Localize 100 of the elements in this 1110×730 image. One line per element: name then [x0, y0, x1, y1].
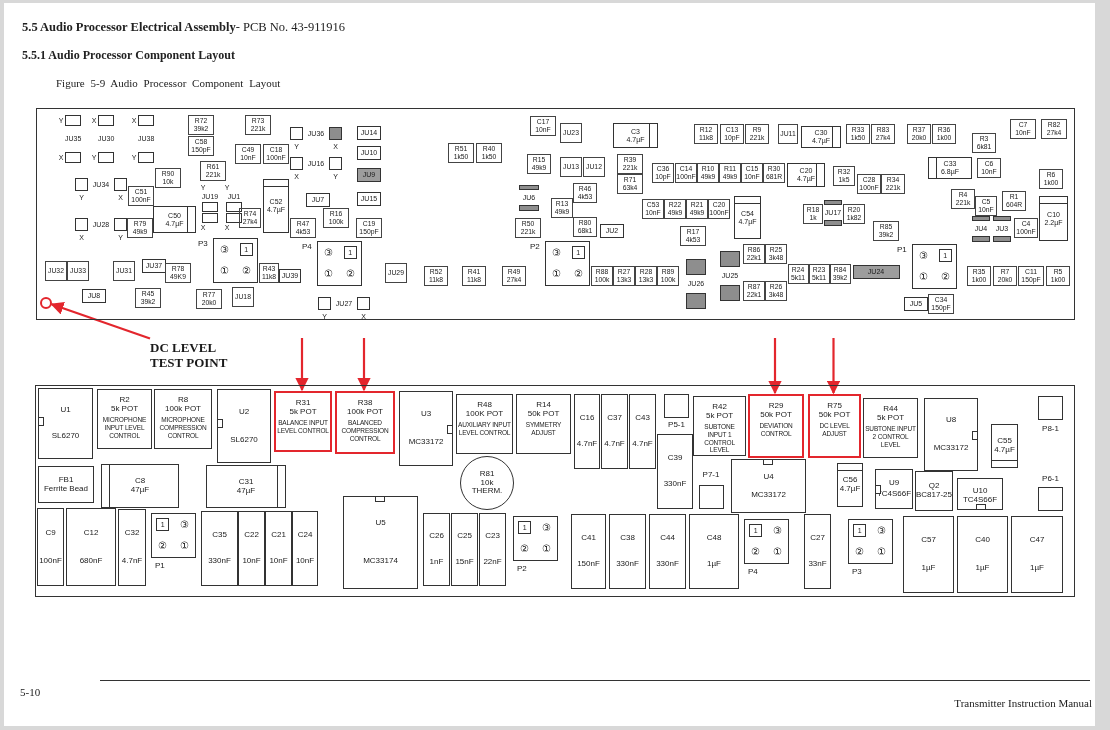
component-label: C43	[635, 413, 650, 423]
arrow	[357, 338, 371, 392]
pin-number: ②	[855, 547, 865, 558]
component-outline	[967, 266, 991, 286]
component-outline	[675, 163, 697, 183]
potentiometer-outline	[97, 389, 152, 449]
component-label: P2	[530, 243, 540, 252]
pin-number: ①	[552, 269, 562, 280]
component-outline	[617, 154, 643, 174]
component-outline	[881, 174, 905, 194]
pin-number: ③	[220, 244, 230, 255]
component-outline	[1018, 266, 1044, 286]
pin-number: ②	[241, 266, 251, 277]
ic-outline	[38, 388, 93, 459]
component-outline	[135, 288, 161, 308]
component-outline	[530, 116, 556, 136]
component-value: 150nF	[577, 560, 600, 570]
component-outline	[635, 266, 657, 286]
component-outline	[424, 266, 448, 286]
pin-number: ③	[324, 247, 334, 258]
component-label: P3	[198, 240, 208, 249]
capacitor-outline	[609, 514, 646, 589]
figure-caption: Figure 5-9 Audio Processor Component Layout	[56, 77, 281, 89]
pin-number: ③	[541, 522, 551, 533]
ic-outline	[924, 398, 978, 471]
component-outline	[657, 266, 679, 286]
component-value: 10nF	[269, 557, 288, 567]
pin-number: ③	[772, 525, 782, 536]
capacitor-outline	[837, 463, 863, 507]
component-value: 330nF	[208, 557, 231, 567]
pin-number: ②	[345, 269, 355, 280]
component-value: 4.7nF	[632, 440, 653, 450]
component-value: 50k POT	[818, 410, 851, 420]
component-value: TC4S66F	[962, 495, 998, 505]
component-label: C40	[975, 536, 990, 546]
component-outline	[476, 143, 502, 163]
component-value: 5k POT	[289, 407, 317, 417]
component-outline	[448, 143, 474, 163]
component-outline	[462, 266, 486, 286]
subsection-heading: 5.5.1 Audio Processor Component Layout	[22, 48, 235, 63]
capacitor-outline	[206, 465, 286, 508]
component-outline	[765, 281, 787, 301]
capacitor-outline	[801, 126, 841, 148]
component-label: C39	[667, 453, 683, 463]
capacitor-outline	[118, 509, 146, 586]
component-label: C16	[579, 413, 595, 423]
component-value: SL6270	[51, 432, 80, 442]
ic-outline	[957, 478, 1003, 510]
page-number: 5-10	[20, 686, 41, 698]
pin-number: ③	[552, 247, 562, 258]
pcb-outline	[36, 108, 1075, 320]
arrow	[826, 338, 841, 395]
component-value: 680nF	[79, 556, 103, 566]
capacitor-outline	[991, 424, 1018, 468]
component-outline	[617, 174, 643, 194]
component-label: P1	[155, 562, 165, 571]
capacitor-outline	[657, 434, 693, 509]
component-label: R8	[177, 396, 189, 405]
pin-number: ①	[220, 266, 230, 277]
component-value: 1µF	[921, 563, 936, 573]
footer-text: Transmitter Instruction Manual	[954, 697, 1092, 709]
component-outline	[975, 196, 997, 216]
component-outline	[719, 163, 741, 183]
component-outline	[1041, 119, 1067, 139]
component-outline	[857, 174, 881, 194]
capacitor-outline	[263, 179, 289, 233]
capacitor-outline	[903, 516, 954, 593]
component-outline	[155, 168, 181, 188]
component-label: R44	[883, 405, 898, 414]
capacitor-outline	[613, 123, 658, 148]
component-outline	[127, 218, 153, 238]
component-outline	[686, 199, 708, 219]
component-outline	[560, 157, 582, 177]
component-outline	[745, 124, 769, 144]
capacitor-outline	[101, 464, 179, 508]
capacitor-outline	[601, 394, 628, 469]
component-outline	[871, 124, 895, 144]
component-label: P5-1	[668, 421, 685, 430]
potentiometer-outline	[863, 398, 918, 458]
component-outline	[993, 266, 1017, 286]
component-value: 10k	[480, 478, 494, 488]
component-outline	[694, 124, 718, 144]
capacitor-outline	[451, 513, 478, 586]
component-outline	[743, 281, 765, 301]
component-outline	[787, 264, 809, 284]
jumper-outline	[306, 193, 330, 207]
component-outline	[245, 115, 271, 135]
component-outline	[263, 144, 289, 164]
potentiometer-outline	[693, 396, 746, 456]
pin-number: ②	[751, 547, 761, 558]
component-label: C8	[134, 477, 146, 486]
component-value: 100K POT	[465, 409, 504, 419]
component-outline	[573, 217, 597, 237]
component-value: Ferrite Bead	[44, 484, 88, 494]
pin-number: ③	[919, 250, 929, 261]
component-value: 100nF	[39, 556, 62, 566]
component-outline	[356, 218, 382, 238]
arrow	[50, 302, 151, 340]
capacitor-outline	[734, 196, 761, 239]
component-label: P8-1	[1042, 425, 1059, 434]
